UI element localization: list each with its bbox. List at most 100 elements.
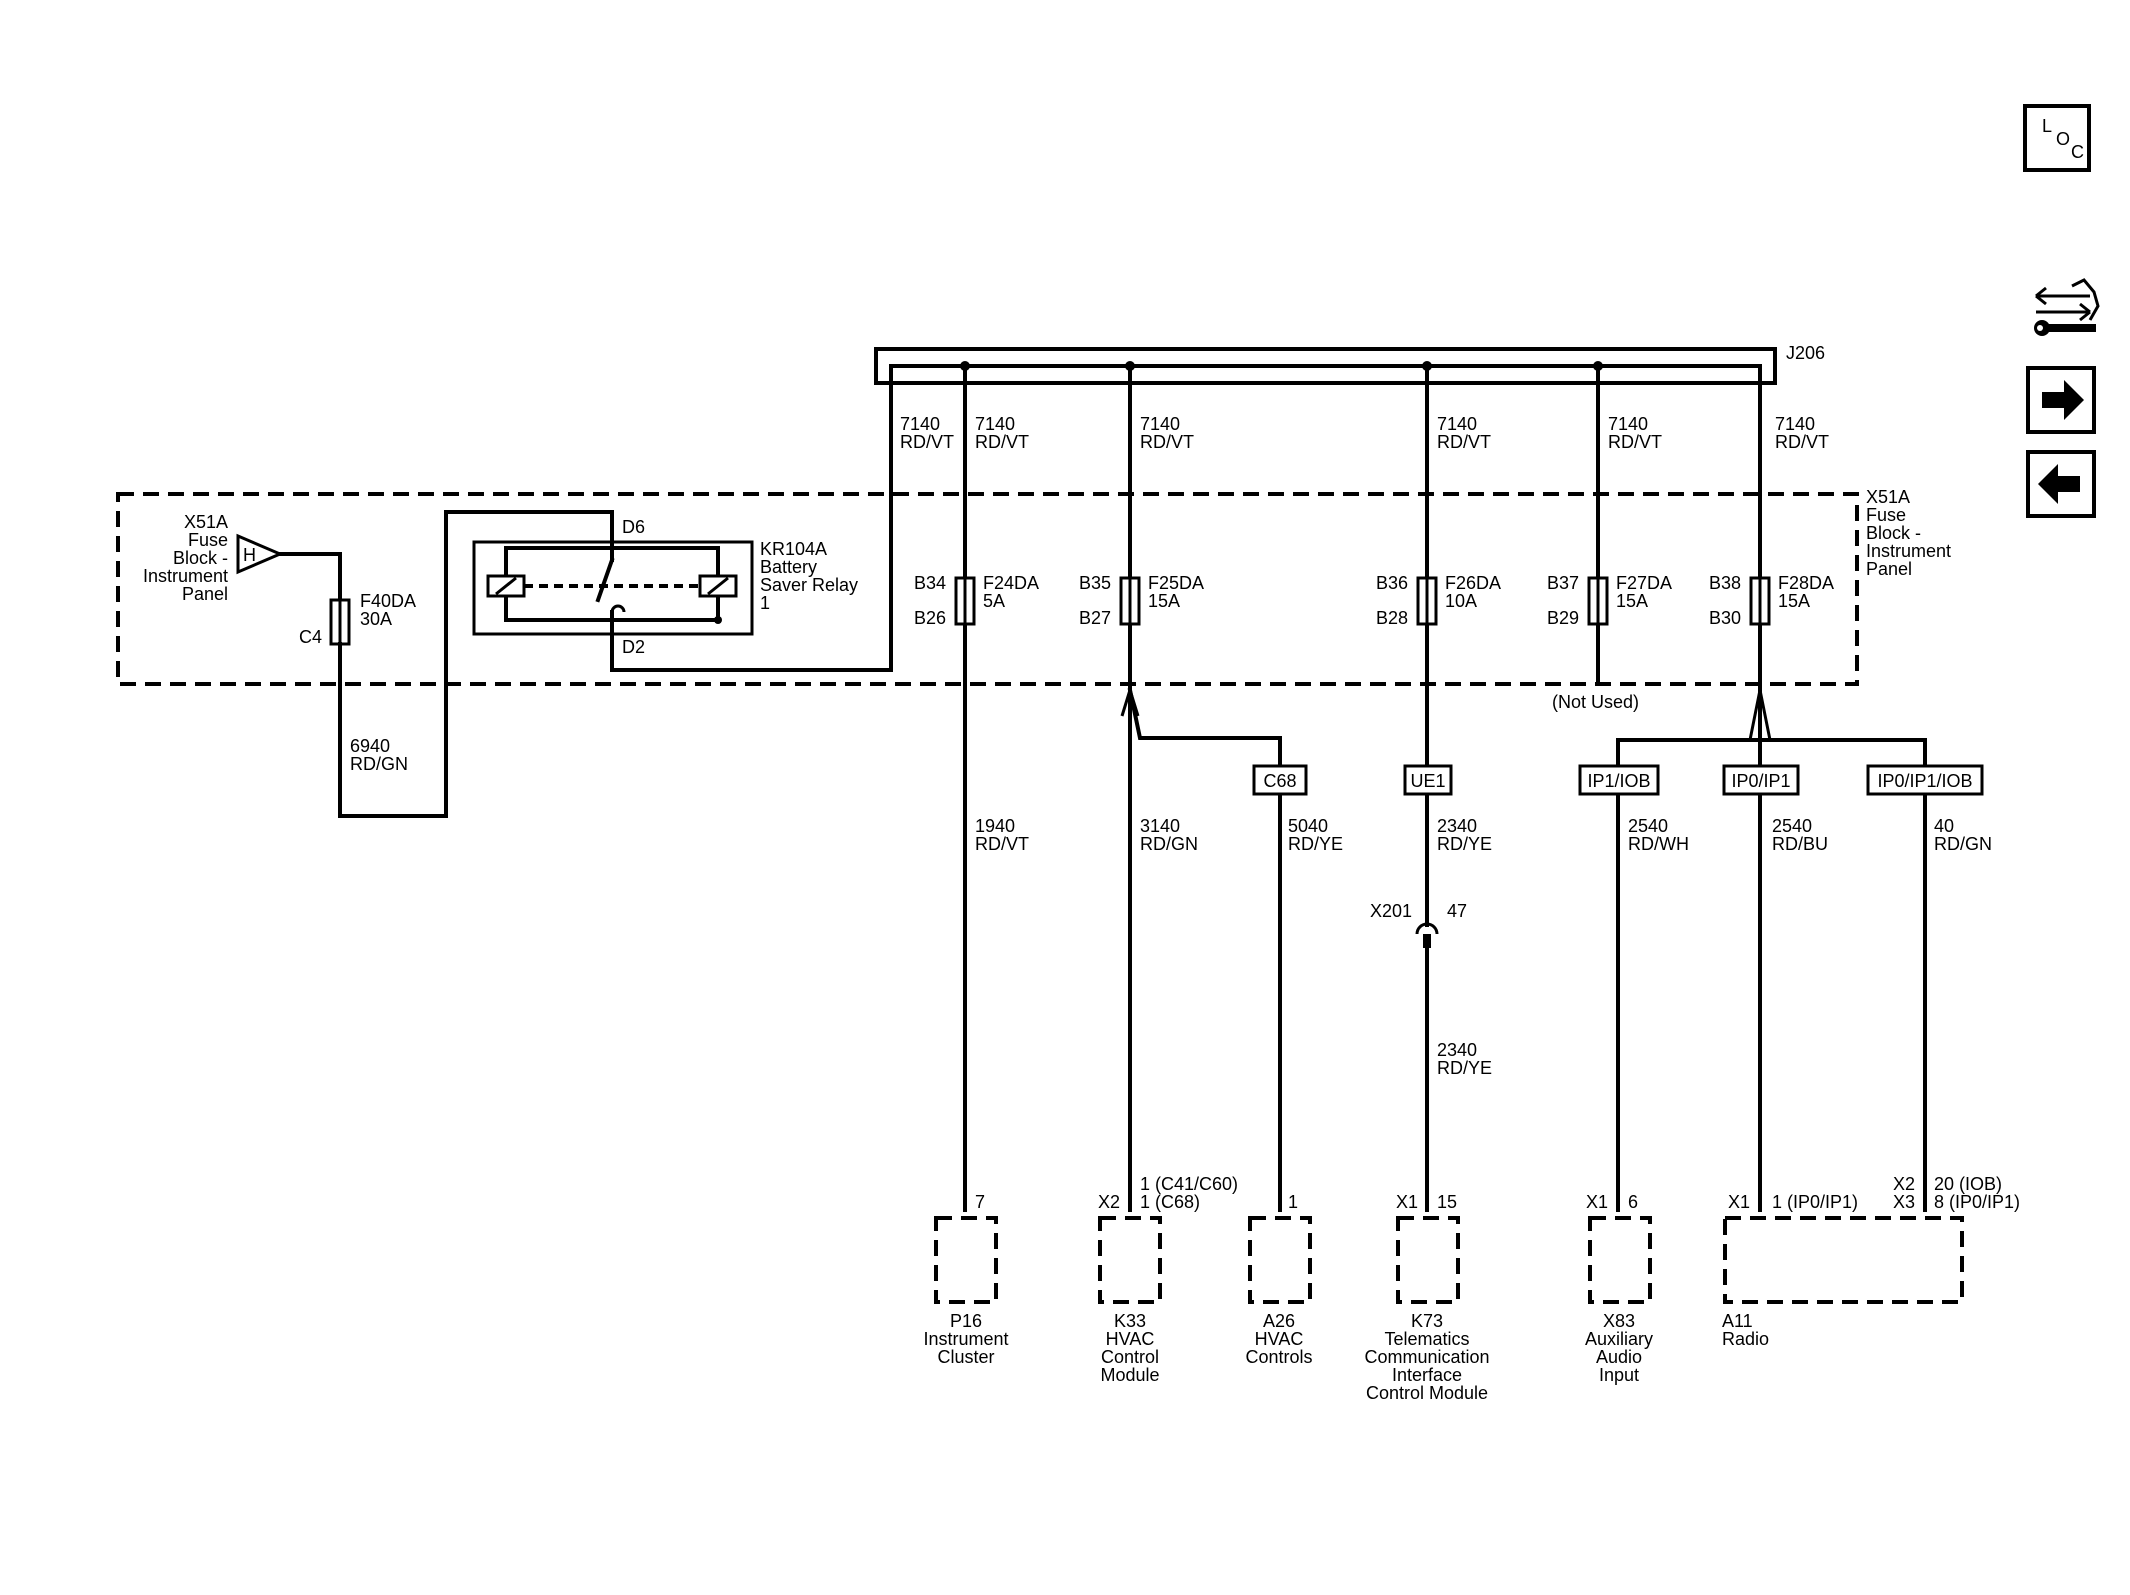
svg-text:RD/YE: RD/YE [1288, 834, 1343, 854]
svg-text:8 (IP0/IP1): 8 (IP0/IP1) [1934, 1192, 2020, 1212]
svg-text:3140: 3140 [1140, 816, 1180, 836]
component-x83 [1588, 1216, 1652, 1304]
svg-text:Instrument: Instrument [1866, 541, 1951, 561]
svg-text:40: 40 [1934, 816, 1954, 836]
svg-text:B34: B34 [914, 573, 946, 593]
svg-text:7140: 7140 [1437, 414, 1477, 434]
svg-text:Instrument: Instrument [143, 566, 228, 586]
svg-text:Instrument: Instrument [923, 1329, 1008, 1349]
svg-text:Telematics: Telematics [1384, 1329, 1469, 1349]
svg-text:Input: Input [1599, 1365, 1639, 1385]
svg-text:RD/VT: RD/VT [900, 432, 954, 452]
svg-text:RD/VT: RD/VT [1140, 432, 1194, 452]
svg-text:Saver Relay: Saver Relay [760, 575, 858, 595]
relay-label: KR104A Battery Saver Relay 1 [760, 539, 858, 613]
svg-text:A26: A26 [1263, 1311, 1295, 1331]
relay-output-wire [610, 364, 893, 672]
svg-text:20 (IOB): 20 (IOB) [1934, 1174, 2002, 1194]
svg-text:F26DA: F26DA [1445, 573, 1501, 593]
svg-text:F28DA: F28DA [1778, 573, 1834, 593]
svg-text:Control Module: Control Module [1366, 1383, 1488, 1403]
svg-text:RD/VT: RD/VT [975, 834, 1029, 854]
svg-text:F40DA: F40DA [360, 591, 416, 611]
svg-text:B29: B29 [1547, 608, 1579, 628]
svg-text:Communication: Communication [1364, 1347, 1489, 1367]
option-ue1: UE1 [1403, 764, 1453, 796]
svg-text:B38: B38 [1709, 573, 1741, 593]
bus-j206 [874, 347, 1777, 386]
svg-text:K73: K73 [1411, 1311, 1443, 1331]
previous-page-button[interactable] [2026, 450, 2096, 518]
component-p16 [934, 1216, 998, 1304]
svg-text:7140: 7140 [900, 414, 940, 434]
svg-text:Radio: Radio [1722, 1329, 1769, 1349]
inline-connector-x201: X201 47 2340 RD/YE [1370, 901, 1492, 1078]
svg-text:K33: K33 [1114, 1311, 1146, 1331]
feed-wire-labels: 7140 RD/VT 7140 RD/VT 7140 RD/VT 7140 RD… [900, 414, 1829, 452]
svg-text:7140: 7140 [975, 414, 1015, 434]
wire-6940-label: 6940 RD/GN [350, 736, 408, 774]
option-ip0-ip1: IP0/IP1 [1722, 764, 1800, 796]
svg-text:47: 47 [1447, 901, 1467, 921]
label-x83: X83 Auxiliary Audio Input [1585, 1311, 1653, 1385]
fuse-f27da: B37 B29 F27DA 15A [1547, 573, 1672, 628]
svg-text:HVAC: HVAC [1106, 1329, 1155, 1349]
svg-text:RD/BU: RD/BU [1772, 834, 1828, 854]
svg-text:RD/VT: RD/VT [1775, 432, 1829, 452]
svg-text:2540: 2540 [1628, 816, 1668, 836]
loc-button[interactable]: L O C [2023, 104, 2091, 172]
svg-text:Controls: Controls [1245, 1347, 1312, 1367]
svg-text:X83: X83 [1603, 1311, 1635, 1331]
split-radio [1616, 738, 1927, 768]
fuse-f24da: B34 B26 F24DA 5A [914, 573, 1039, 628]
label-k33: K33 HVAC Control Module [1100, 1311, 1159, 1385]
fuse-f28da: B38 B30 F28DA 15A [1709, 573, 1834, 628]
svg-text:B37: B37 [1547, 573, 1579, 593]
svg-text:7: 7 [975, 1192, 985, 1212]
fuse-f25da: B35 B27 F25DA 15A [1079, 573, 1204, 628]
svg-text:6940: 6940 [350, 736, 390, 756]
svg-text:Fuse: Fuse [1866, 505, 1906, 525]
split-c68 [1127, 687, 1282, 768]
svg-text:2340: 2340 [1437, 1040, 1477, 1060]
fuse-block-outline [116, 492, 1859, 686]
svg-text:B35: B35 [1079, 573, 1111, 593]
svg-text:X2: X2 [1098, 1192, 1120, 1212]
svg-text:RD/VT: RD/VT [1437, 432, 1491, 452]
terminal-labels: 7 X2 1 (C41/C60) 1 (C68) 1 X1 15 X1 6 X1… [975, 1174, 2020, 1212]
component-a11 [1723, 1216, 1964, 1304]
svg-text:RD/VT: RD/VT [1608, 432, 1662, 452]
svg-text:7140: 7140 [1775, 414, 1815, 434]
svg-text:C68: C68 [1263, 771, 1296, 791]
label-k73: K73 Telematics Communication Interface C… [1364, 1311, 1489, 1403]
svg-text:F25DA: F25DA [1148, 573, 1204, 593]
svg-text:X1: X1 [1728, 1192, 1750, 1212]
svg-text:RD/GN: RD/GN [350, 754, 408, 774]
svg-text:UE1: UE1 [1410, 771, 1445, 791]
component-k33 [1098, 1216, 1162, 1304]
arrow-left-icon [2038, 464, 2080, 504]
option-ip1-iob: IP1/IOB [1578, 764, 1660, 796]
svg-text:IP1/IOB: IP1/IOB [1587, 771, 1650, 791]
loc-c: C [2071, 142, 2084, 162]
svg-text:RD/VT: RD/VT [975, 432, 1029, 452]
svg-text:1: 1 [760, 593, 770, 613]
label-a11: A11 Radio [1722, 1311, 1769, 1349]
next-page-button[interactable] [2026, 366, 2096, 434]
branch-wire-labels: 1940 RD/VT 3140 RD/GN 5040 RD/YE 2340 RD… [975, 816, 1992, 854]
svg-text:B28: B28 [1376, 608, 1408, 628]
svg-text:RD/GN: RD/GN [1934, 834, 1992, 854]
svg-text:IP0/IP1/IOB: IP0/IP1/IOB [1877, 771, 1972, 791]
svg-text:Cluster: Cluster [937, 1347, 994, 1367]
svg-text:10A: 10A [1445, 591, 1477, 611]
harness-wrench-icon[interactable] [2034, 278, 2100, 336]
svg-text:F27DA: F27DA [1616, 573, 1672, 593]
svg-text:RD/YE: RD/YE [1437, 1058, 1492, 1078]
fuse-block-label-right: X51A Fuse Block - Instrument Panel [1866, 487, 1951, 579]
svg-text:2340: 2340 [1437, 816, 1477, 836]
svg-text:X1: X1 [1586, 1192, 1608, 1212]
arrow-right-icon [2042, 380, 2084, 420]
svg-text:Auxiliary: Auxiliary [1585, 1329, 1653, 1349]
fuse-f26da: B36 B28 F26DA 10A [1376, 573, 1501, 628]
